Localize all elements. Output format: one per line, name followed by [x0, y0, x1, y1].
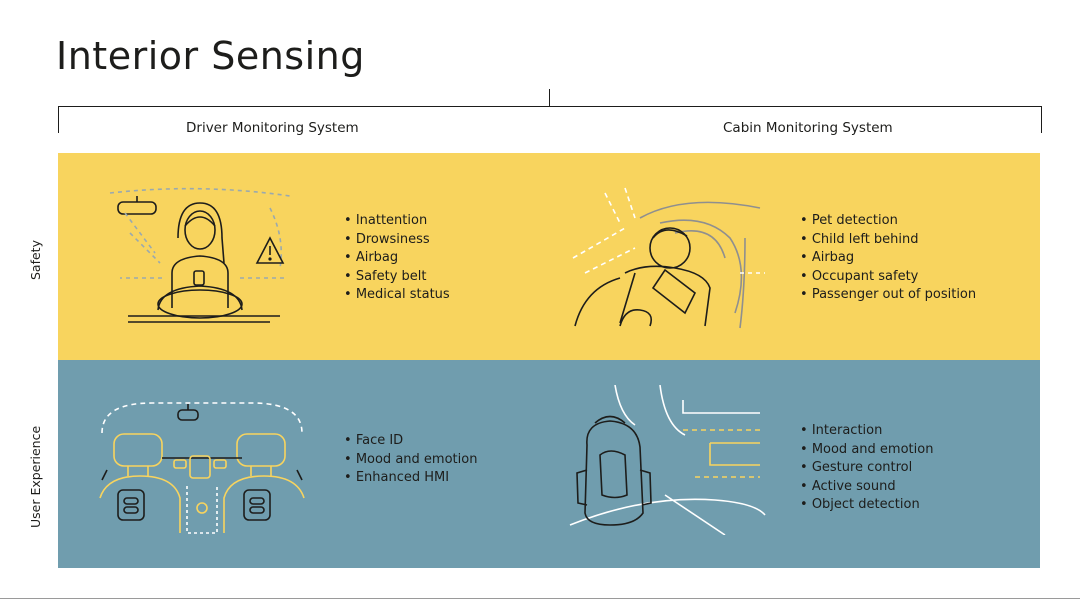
- list-item: Child left behind: [800, 231, 976, 250]
- list-item: Safety belt: [344, 268, 450, 287]
- cockpit-illustration: [99, 402, 305, 534]
- page-title: Interior Sensing: [56, 34, 365, 78]
- list-item: Pet detection: [800, 212, 976, 231]
- list-item: Gesture control: [800, 459, 933, 478]
- cabin-safety-list: Pet detection Child left behind Airbag O…: [800, 212, 976, 305]
- list-item: Object detection: [800, 496, 933, 515]
- column-bracket: [58, 106, 1042, 133]
- list-item: Airbag: [800, 249, 976, 268]
- list-item: Drowsiness: [344, 231, 450, 250]
- row-label-safety: Safety: [28, 240, 43, 280]
- list-item: Active sound: [800, 478, 933, 497]
- list-item: Mood and emotion: [800, 441, 934, 460]
- list-item: Occupant safety: [800, 268, 976, 287]
- driver-safety-list: Inattention Drowsiness Airbag Safety bel…: [344, 212, 450, 305]
- list-item: Interaction: [800, 422, 933, 441]
- list-item: Medical status: [344, 286, 450, 305]
- column-label-driver: Driver Monitoring System: [186, 120, 359, 136]
- backpack-illustration: [569, 385, 766, 535]
- driver-illustration: [109, 187, 291, 323]
- bracket-tick: [549, 89, 550, 106]
- child-seat-illustration: [572, 187, 765, 329]
- column-label-cabin: Cabin Monitoring System: [723, 120, 893, 136]
- list-item: Enhanced HMI: [344, 469, 477, 488]
- list-item: Inattention: [344, 212, 450, 231]
- row-label-ux: User Experience: [28, 425, 43, 528]
- list-item: Face ID: [344, 432, 477, 451]
- driver-ux-list: Face ID Mood and emotion Enhanced HMI: [344, 432, 478, 488]
- list-item: Passenger out of position: [800, 286, 976, 305]
- list-item: Mood and emotion: [344, 451, 478, 470]
- cabin-ux-list: Interaction Mood and emotion Gesture con…: [800, 422, 934, 515]
- footer-divider: [0, 598, 1080, 599]
- list-item: Airbag: [344, 249, 450, 268]
